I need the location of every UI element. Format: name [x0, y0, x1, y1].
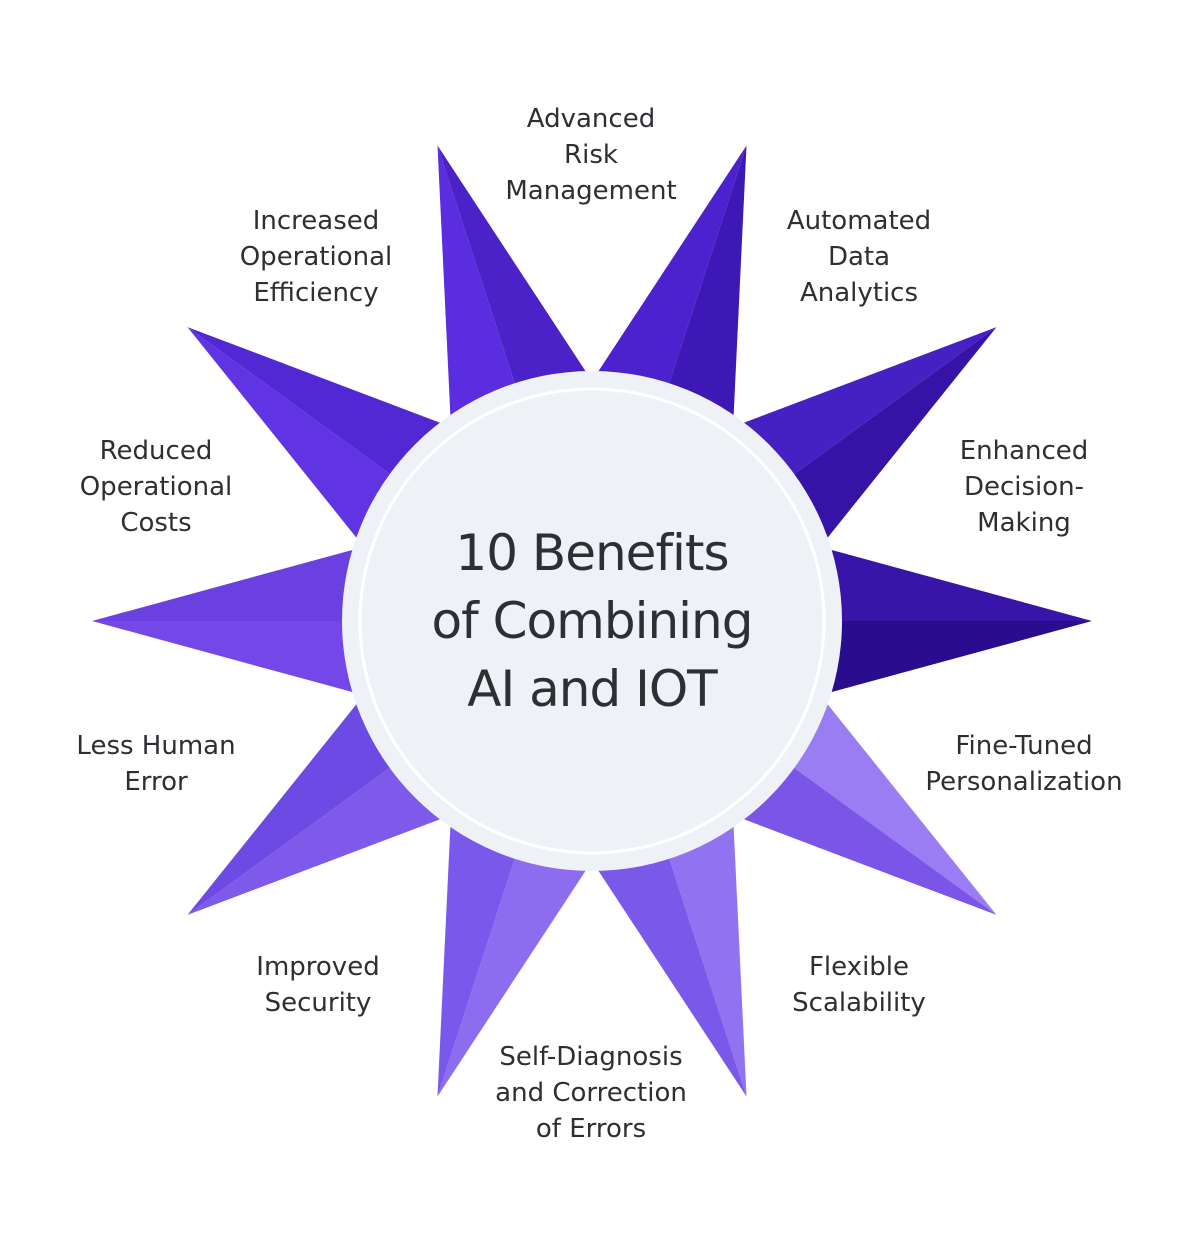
- benefit-label-less-human-error: Less Human Error: [76, 731, 236, 797]
- diagram-title: 10 Benefits of Combining AI and IOT: [431, 524, 754, 718]
- benefit-label-advanced-risk-management: Advanced Risk Management: [505, 104, 677, 206]
- benefit-label-automated-data-analytics: Automated Data Analytics: [786, 206, 932, 308]
- benefit-label-flexible-scalability: Flexible Scalability: [792, 952, 926, 1018]
- benefit-label-fine-tuned-personalization: Fine-Tuned Personalization: [925, 731, 1123, 797]
- star-point-face: [437, 145, 592, 621]
- star-point-face: [592, 621, 747, 1097]
- star-point-face: [187, 327, 592, 621]
- star-point-face: [592, 327, 997, 621]
- benefit-label-increased-operational-efficiency: Increased Operational Efficiency: [239, 206, 393, 308]
- benefit-label-reduced-operational-costs: Reduced Operational Costs: [79, 436, 233, 538]
- benefit-label-self-diagnosis: Self-Diagnosis and Correction of Errors: [495, 1042, 687, 1144]
- star-point-face: [437, 621, 592, 1097]
- benefit-label-enhanced-decision-making: Enhanced Decision- Making: [959, 436, 1089, 538]
- center-circle: [342, 371, 842, 871]
- center-circle-ring: [358, 387, 826, 855]
- star-point-face: [592, 621, 997, 915]
- star-point-face: [592, 145, 747, 621]
- benefit-label-improved-security: Improved Security: [256, 952, 380, 1018]
